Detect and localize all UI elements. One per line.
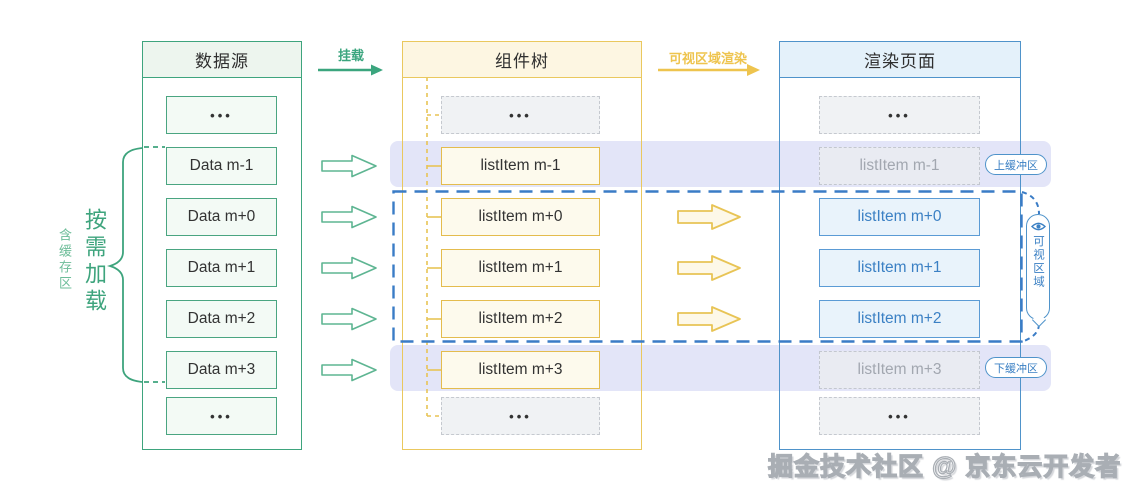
eye-icon: [1030, 222, 1046, 231]
tree-item: listItem m+1: [441, 249, 600, 287]
render-ellipsis-bottom: •••: [819, 397, 980, 435]
data-ellipsis-bottom: •••: [166, 397, 277, 435]
tree-item: listItem m-1: [441, 147, 600, 185]
tree-item: listItem m+3: [441, 351, 600, 389]
data-source-title: 数据源: [143, 42, 301, 78]
data-item: Data m+2: [166, 300, 277, 338]
watermark-text: 掘金技术社区 @ 京东云开发者: [767, 452, 1122, 481]
data-source-column: 数据源: [142, 41, 302, 450]
tree-ellipsis-top: •••: [441, 96, 600, 134]
render-item-buffered: listItem m-1: [819, 147, 980, 185]
lower-buffer-badge: 下缓冲区: [985, 357, 1047, 378]
data-ellipsis-top: •••: [166, 96, 277, 134]
with-cache-area-label: 含缓存区: [57, 228, 72, 292]
tree-ellipsis-bottom: •••: [441, 397, 600, 435]
tree-item: listItem m+0: [441, 198, 600, 236]
render-ellipsis-top: •••: [819, 96, 980, 134]
tree-to-render-arrows: [677, 204, 741, 332]
data-to-tree-arrows: [321, 154, 377, 382]
data-item: Data m-1: [166, 147, 277, 185]
visible-area-badge: 可视区域: [1026, 214, 1050, 320]
mount-arrow: [318, 64, 383, 76]
data-item: Data m+3: [166, 351, 277, 389]
render-page-title: 渲染页面: [780, 42, 1020, 78]
tree-item: listItem m+2: [441, 300, 600, 338]
render-item-visible: listItem m+2: [819, 300, 980, 338]
render-item-buffered: listItem m+3: [819, 351, 980, 389]
mount-label: 挂载: [337, 48, 364, 63]
render-item-visible: listItem m+0: [819, 198, 980, 236]
visible-area-label: 可视区域: [1032, 235, 1044, 289]
component-tree-title: 组件树: [403, 42, 641, 78]
upper-buffer-badge: 上缓冲区: [985, 154, 1047, 175]
data-item: Data m+0: [166, 198, 277, 236]
on-demand-load-label: 按需加载: [82, 208, 107, 316]
render-item-visible: listItem m+1: [819, 249, 980, 287]
data-item: Data m+1: [166, 249, 277, 287]
viewport-render-label: 可视区域渲染: [668, 51, 747, 66]
